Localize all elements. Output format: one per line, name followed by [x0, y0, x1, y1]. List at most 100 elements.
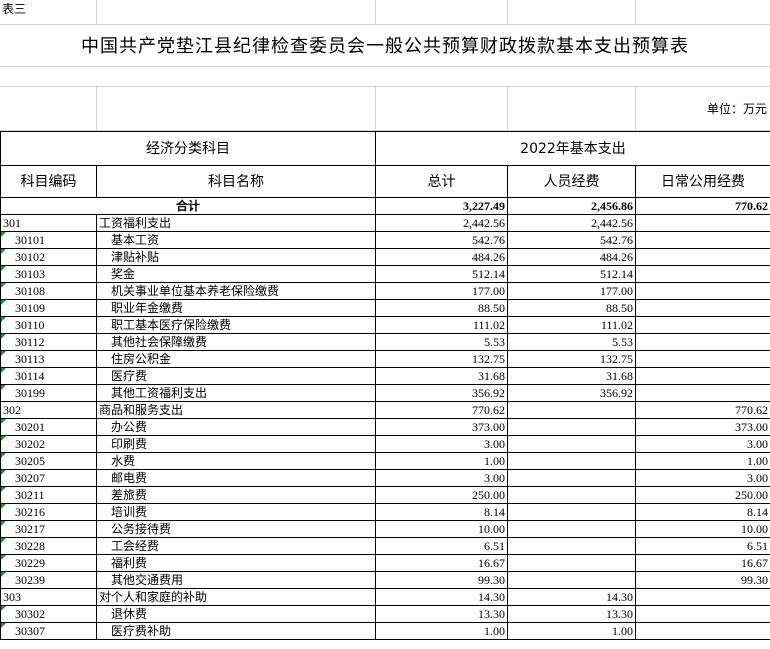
row-name[interactable]: 工会经费: [96, 536, 376, 555]
row-personnel[interactable]: [507, 519, 636, 538]
row-code[interactable]: 30112: [0, 332, 97, 351]
row-personnel[interactable]: 111.02: [507, 315, 636, 334]
row-total[interactable]: 13.30: [375, 604, 508, 623]
row-public[interactable]: [635, 366, 770, 385]
row-code[interactable]: 30103: [0, 264, 97, 283]
row-public[interactable]: [635, 315, 770, 334]
row-total[interactable]: 5.53: [375, 332, 508, 351]
row-public[interactable]: [635, 621, 770, 640]
row-code[interactable]: 30228: [0, 536, 97, 555]
row-personnel[interactable]: [507, 485, 636, 504]
row-total[interactable]: 31.68: [375, 366, 508, 385]
row-name[interactable]: 对个人和家庭的补助: [96, 587, 376, 606]
empty-cell[interactable]: [96, 86, 376, 131]
row-code[interactable]: 30199: [0, 383, 97, 402]
page-title[interactable]: 中国共产党垫江县纪律检查委员会一般公共预算财政拨款基本支出预算表: [0, 24, 770, 67]
row-public[interactable]: 250.00: [635, 485, 770, 504]
row-code[interactable]: 30307: [0, 621, 97, 640]
empty-cell[interactable]: [0, 86, 97, 131]
row-public[interactable]: [635, 213, 770, 232]
row-public[interactable]: [635, 230, 770, 249]
row-personnel[interactable]: 13.30: [507, 604, 636, 623]
row-name[interactable]: 医疗费补助: [96, 621, 376, 640]
row-name[interactable]: 公务接待费: [96, 519, 376, 538]
row-name[interactable]: 职工基本医疗保险缴费: [96, 315, 376, 334]
row-total[interactable]: 16.67: [375, 553, 508, 572]
row-name[interactable]: 水费: [96, 451, 376, 470]
empty-cell[interactable]: [507, 0, 636, 25]
row-personnel[interactable]: [507, 434, 636, 453]
row-public[interactable]: 99.30: [635, 570, 770, 589]
row-total[interactable]: 373.00: [375, 417, 508, 436]
row-code[interactable]: 303: [0, 587, 97, 606]
row-total[interactable]: 3.00: [375, 468, 508, 487]
row-code[interactable]: 30101: [0, 230, 97, 249]
row-code[interactable]: 30239: [0, 570, 97, 589]
row-name[interactable]: 工资福利支出: [96, 213, 376, 232]
row-code[interactable]: 30205: [0, 451, 97, 470]
header-code[interactable]: 科目编码: [0, 164, 97, 198]
row-code[interactable]: 30102: [0, 247, 97, 266]
empty-cell[interactable]: [375, 86, 508, 131]
row-code[interactable]: 30114: [0, 366, 97, 385]
row-personnel[interactable]: [507, 502, 636, 521]
row-code[interactable]: 302: [0, 400, 97, 419]
row-total[interactable]: 1.00: [375, 621, 508, 640]
row-personnel[interactable]: 484.26: [507, 247, 636, 266]
unit-label[interactable]: 单位：万元: [635, 86, 770, 131]
row-personnel[interactable]: [507, 570, 636, 589]
row-name[interactable]: 其他工资福利支出: [96, 383, 376, 402]
row-name[interactable]: 其他交通费用: [96, 570, 376, 589]
row-personnel[interactable]: 14.30: [507, 587, 636, 606]
sheet-label[interactable]: 表三: [0, 0, 97, 25]
row-personnel[interactable]: 512.14: [507, 264, 636, 283]
row-name[interactable]: 机关事业单位基本养老保险缴费: [96, 281, 376, 300]
row-code[interactable]: 30229: [0, 553, 97, 572]
header-economic-category[interactable]: 经济分类科目: [0, 130, 376, 166]
row-public[interactable]: 8.14: [635, 502, 770, 521]
row-name[interactable]: 培训费: [96, 502, 376, 521]
row-total[interactable]: 3.00: [375, 434, 508, 453]
row-public[interactable]: 3.00: [635, 468, 770, 487]
header-public[interactable]: 日常公用经费: [635, 164, 770, 198]
row-public[interactable]: 3.00: [635, 434, 770, 453]
row-code[interactable]: 301: [0, 213, 97, 232]
row-personnel[interactable]: 2,442.56: [507, 213, 636, 232]
row-name[interactable]: 其他社会保障缴费: [96, 332, 376, 351]
row-code[interactable]: 30110: [0, 315, 97, 334]
row-name[interactable]: 退休费: [96, 604, 376, 623]
row-name[interactable]: 津贴补贴: [96, 247, 376, 266]
row-public[interactable]: [635, 332, 770, 351]
row-total[interactable]: 484.26: [375, 247, 508, 266]
row-personnel[interactable]: [507, 417, 636, 436]
row-personnel[interactable]: 1.00: [507, 621, 636, 640]
total-public[interactable]: 770.62: [635, 196, 770, 215]
row-personnel[interactable]: [507, 536, 636, 555]
row-total[interactable]: 542.76: [375, 230, 508, 249]
row-code[interactable]: 30201: [0, 417, 97, 436]
row-code[interactable]: 30302: [0, 604, 97, 623]
row-public[interactable]: 10.00: [635, 519, 770, 538]
row-public[interactable]: [635, 349, 770, 368]
row-name[interactable]: 基本工资: [96, 230, 376, 249]
row-public[interactable]: [635, 604, 770, 623]
row-total[interactable]: 250.00: [375, 485, 508, 504]
row-total[interactable]: 8.14: [375, 502, 508, 521]
row-personnel[interactable]: 356.92: [507, 383, 636, 402]
row-code[interactable]: 30217: [0, 519, 97, 538]
row-public[interactable]: [635, 281, 770, 300]
row-code[interactable]: 30113: [0, 349, 97, 368]
row-public[interactable]: 1.00: [635, 451, 770, 470]
row-total[interactable]: 111.02: [375, 315, 508, 334]
row-name[interactable]: 印刷费: [96, 434, 376, 453]
row-total[interactable]: 99.30: [375, 570, 508, 589]
row-name[interactable]: 邮电费: [96, 468, 376, 487]
header-name[interactable]: 科目名称: [96, 164, 376, 198]
row-personnel[interactable]: 31.68: [507, 366, 636, 385]
row-public[interactable]: 373.00: [635, 417, 770, 436]
row-name[interactable]: 商品和服务支出: [96, 400, 376, 419]
row-total[interactable]: 770.62: [375, 400, 508, 419]
row-public[interactable]: 16.67: [635, 553, 770, 572]
total-label[interactable]: 合计: [0, 196, 376, 215]
row-total[interactable]: 14.30: [375, 587, 508, 606]
